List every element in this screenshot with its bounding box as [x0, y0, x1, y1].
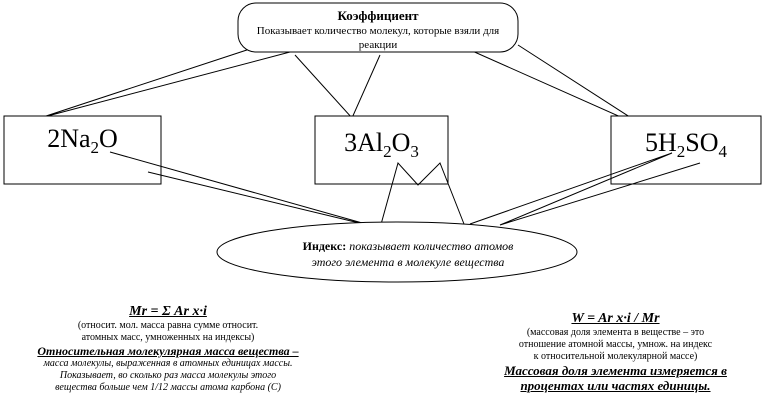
- w-section: W = Ar x·i / Mr (массовая доля элемента …: [478, 311, 753, 393]
- w-note-line-2: отношение атомной массы, умнож. на индек…: [518, 339, 713, 350]
- coef-pointer-1: [39, 44, 291, 119]
- mr-heading: Относительная молекулярная масса веществ…: [37, 344, 299, 358]
- w-note-line-1: (массовая доля элемента в веществе – это: [526, 327, 705, 338]
- mr-desc-line-3: вещества больше чем 1/12 массы атома кар…: [55, 382, 281, 393]
- coefficient-callout: [237, 2, 519, 53]
- index-line-1: показывает количество атомов: [346, 239, 514, 253]
- w-formula: W = Ar x·i / Mr: [571, 311, 660, 326]
- index-callout: [216, 221, 578, 283]
- index-text: Индекс: показывает количество атомов это…: [228, 238, 588, 270]
- mr-formula: Mr = Σ Ar x·i: [129, 304, 207, 319]
- formula-h2so4: 5H2SO4: [644, 128, 728, 161]
- formula-na2o: 2Na2O: [47, 124, 118, 157]
- mr-section: Mr = Σ Ar x·i (относит. мол. масса равна…: [18, 304, 318, 394]
- formula-box-h2so4: [610, 115, 762, 185]
- formula-box-na2o: [3, 115, 162, 185]
- formula-box-al2o3: [314, 115, 449, 185]
- w-note-line-3: к относительной молекулярной массе): [533, 351, 698, 362]
- mr-desc-line-2: Показывает, во сколько раз масса молекул…: [59, 370, 277, 381]
- coefficient-title: Коэффициент: [337, 8, 419, 23]
- coefficient-text: Коэффициент Показывает количество молеку…: [240, 8, 516, 52]
- formula-al2o3: 3Al2O3: [344, 128, 419, 161]
- index-pointer-2: [379, 161, 465, 229]
- index-pointer-3: [469, 152, 701, 226]
- w-heading-line-2: процентах или частях единицы.: [520, 378, 711, 393]
- w-heading-line-1: Массовая доля элемента измеряется в: [504, 363, 727, 378]
- mr-note-line-1: (относит. мол. масса равна сумме относит…: [77, 320, 259, 331]
- coefficient-description: Показывает количество молекул, которые в…: [256, 25, 500, 51]
- index-line-2: этого элемента в молекуле вещества: [311, 255, 505, 269]
- index-label: Индекс:: [302, 239, 347, 253]
- mr-note-line-2: атомных масс, умноженных на индексы): [81, 332, 255, 343]
- coef-pointer-2: [294, 54, 381, 119]
- mr-desc-line-1: масса молекулы, выраженная в атомных еди…: [43, 358, 293, 369]
